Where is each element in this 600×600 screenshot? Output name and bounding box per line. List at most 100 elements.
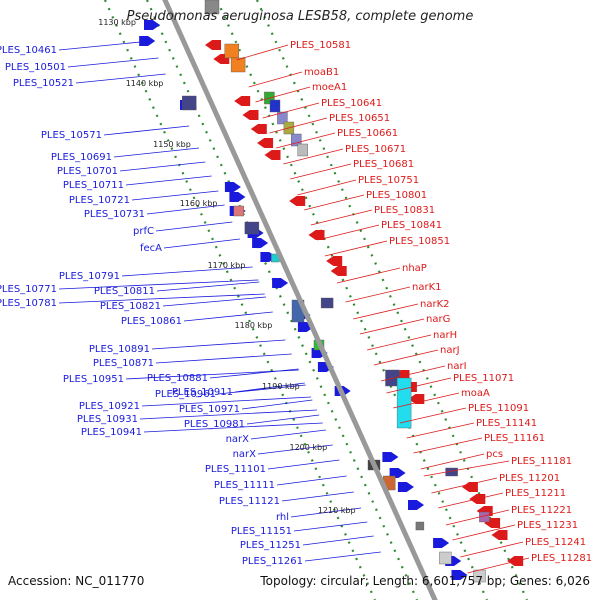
right-gene-label: narK2	[420, 299, 450, 310]
right-gene-label: PLES_11221	[511, 505, 572, 516]
right-label-line	[452, 524, 516, 541]
left-gene-label: PLES_10781	[0, 298, 57, 309]
left-label-line	[103, 125, 190, 136]
forward-gene-arrow	[451, 570, 468, 580]
reverse-gene-arrow	[326, 256, 343, 266]
left-gene-label: PLES_10871	[93, 358, 154, 369]
right-gene-label: PLES_11241	[525, 537, 586, 548]
forward-gene-arrow	[389, 468, 406, 478]
left-gene-label: PLES_11111	[214, 480, 275, 491]
right-gene-label: PLES_11231	[517, 520, 578, 531]
feature-block	[230, 57, 246, 73]
left-label-line	[119, 161, 206, 172]
right-gene-label: PLES_10681	[353, 159, 414, 170]
right-gene-label: moaB1	[304, 67, 339, 78]
reverse-gene-arrow	[205, 40, 221, 50]
right-label-line	[297, 179, 357, 196]
genome-summary-text: Topology: circular; Length: 6,601,757 bp…	[260, 574, 590, 588]
right-gene-label: PLES_10801	[366, 190, 427, 201]
right-gene-label: PLES_11181	[511, 456, 572, 467]
right-label-line	[236, 44, 289, 61]
left-label-line	[276, 475, 347, 486]
scale-label: 1170 kbp	[208, 261, 246, 270]
feature-block	[204, 0, 220, 15]
reverse-gene-arrow	[264, 150, 281, 160]
right-label-line	[359, 318, 425, 335]
left-label-line	[139, 409, 317, 420]
right-gene-label: PLES_10651	[329, 113, 390, 124]
right-gene-label: moeA1	[312, 82, 347, 93]
right-label-line	[255, 86, 311, 103]
right-gene-label: PLES_10851	[389, 236, 450, 247]
left-gene-label: PLES_10971	[179, 404, 240, 415]
right-label-line	[345, 286, 411, 303]
left-label-line	[113, 147, 200, 158]
left-gene-label: narX	[233, 449, 257, 460]
right-gene-label: PLES_11201	[499, 473, 560, 484]
left-label-line	[58, 40, 151, 51]
left-label-line	[146, 204, 225, 215]
reverse-gene-arrow	[491, 530, 508, 540]
left-gene-labels: PLES_10461PLES_10501PLES_10521PLES_10571…	[0, 45, 303, 567]
left-label-line	[141, 396, 312, 407]
feature-block	[396, 377, 412, 429]
left-label-line	[67, 57, 159, 68]
right-gene-label: narJ	[440, 345, 460, 356]
right-label-line	[393, 392, 460, 409]
right-gene-label: PLES_10671	[345, 144, 406, 155]
left-label-line	[75, 73, 166, 84]
right-gene-label: narG	[426, 314, 450, 325]
scale-label: 1130 kbp	[98, 18, 136, 27]
left-label-line	[257, 444, 333, 455]
right-gene-label: nhaP	[402, 263, 427, 274]
left-gene-label: PLES_10891	[89, 344, 150, 355]
right-label-line	[386, 377, 452, 394]
right-gene-label: PLES_11091	[468, 403, 529, 414]
left-gene-label: PLES_10961	[155, 389, 216, 400]
left-gene-label: PLES_10771	[0, 284, 57, 295]
feature-block	[244, 221, 260, 235]
left-gene-label: PLES_11251	[240, 540, 301, 551]
left-label-line	[58, 279, 259, 290]
left-label-line	[155, 353, 292, 364]
feature-block	[415, 521, 425, 531]
left-gene-label: prfC	[133, 226, 154, 237]
left-label-line	[143, 422, 323, 433]
right-label-line	[336, 267, 401, 284]
right-gene-label: pcs	[486, 449, 503, 460]
reverse-gene-arrow	[234, 96, 251, 106]
right-gene-label: PLES_11211	[505, 488, 566, 499]
right-gene-label: narI	[447, 361, 467, 372]
right-label-line	[317, 224, 380, 241]
left-gene-label: PLES_10981	[184, 419, 245, 430]
left-label-line	[250, 429, 326, 440]
reverse-gene-arrow	[308, 230, 325, 240]
tick-rail	[255, 0, 529, 600]
right-gene-label: PLES_10751	[358, 175, 419, 186]
feature-block	[291, 133, 302, 147]
left-label-line	[162, 296, 267, 307]
right-label-line	[353, 303, 419, 320]
scale-label: 1140 kbp	[126, 79, 164, 88]
left-label-line	[125, 175, 212, 186]
reverse-gene-arrow	[250, 124, 267, 134]
tick-rail	[145, 0, 419, 600]
right-label-line	[399, 407, 467, 424]
right-gene-labels: PLES_10581moaB1moeA1PLES_10641PLES_10651…	[290, 40, 592, 564]
forward-gene-arrow	[144, 20, 160, 30]
left-gene-label: PLES_10921	[79, 401, 140, 412]
right-label-line	[310, 209, 373, 226]
reverse-gene-arrow	[461, 482, 478, 492]
left-label-line	[131, 190, 219, 201]
right-label-line	[276, 132, 336, 149]
left-gene-label: PLES_11121	[219, 496, 280, 507]
backbone-line	[162, 0, 438, 600]
accession-text: Accession: NC_011770	[8, 574, 145, 588]
right-label-line	[460, 541, 524, 558]
left-label-line	[304, 551, 381, 562]
left-gene-label: PLES_10711	[63, 180, 124, 191]
forward-gene-arrow	[229, 192, 246, 202]
left-label-line	[58, 293, 265, 304]
